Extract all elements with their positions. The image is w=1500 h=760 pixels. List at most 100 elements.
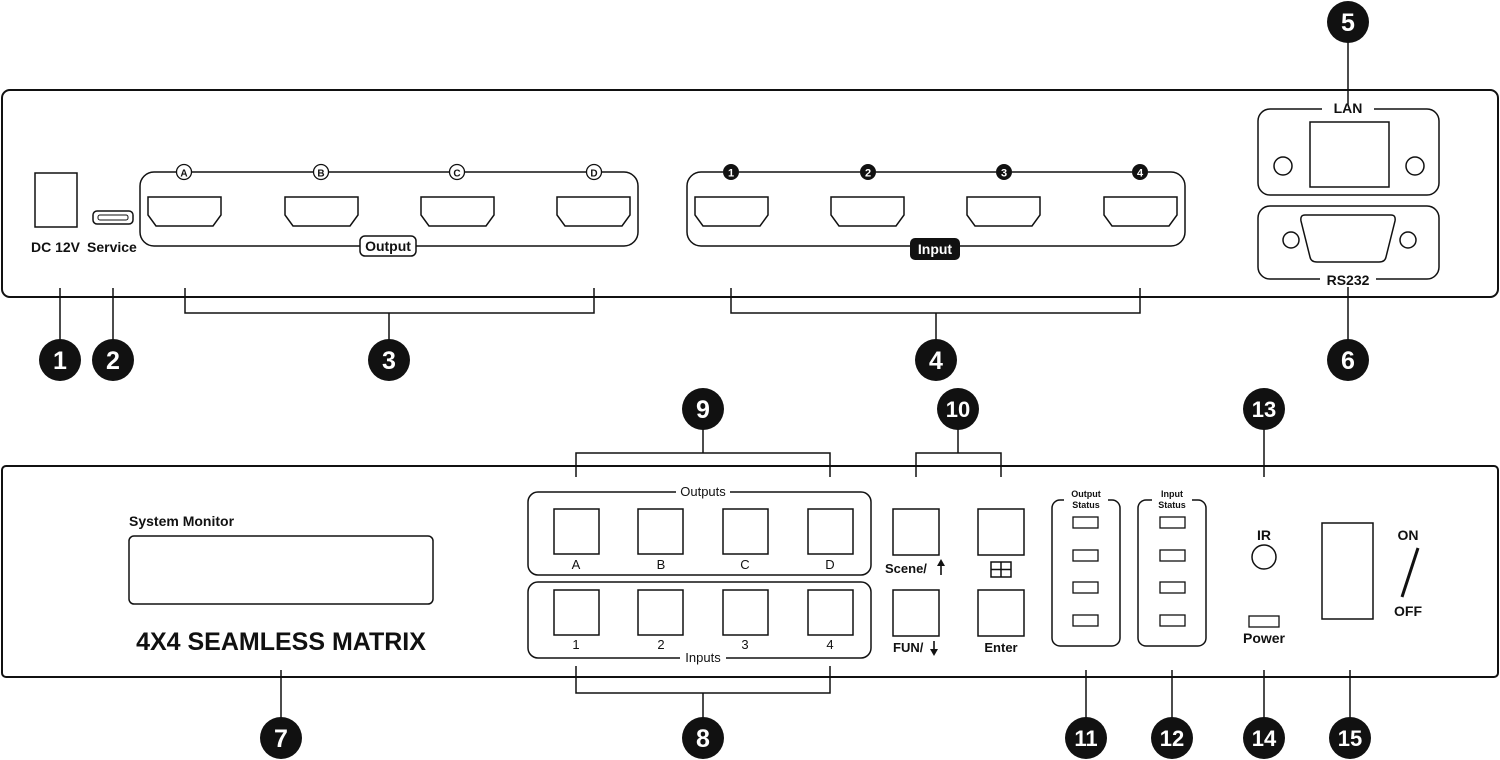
input-button-4[interactable] [807,589,854,636]
svg-text:B: B [317,169,324,180]
input-port-4: 4 [1103,164,1178,227]
output-status-led [1072,516,1099,529]
inputs-label: Inputs [685,650,721,665]
callout-12: 12 [1151,717,1193,759]
lan-label: LAN [1334,100,1363,116]
off-label: OFF [1394,603,1422,619]
system-monitor-label: System Monitor [129,513,235,529]
dc-label: DC 12V [31,239,81,255]
output-status-label-1: Output [1071,489,1101,499]
callout-7: 7 [260,717,302,759]
front-panel [1,465,1499,678]
output-status-panel [1051,499,1121,647]
output-button-b-label: B [657,557,666,572]
svg-text:3: 3 [1001,168,1007,180]
svg-text:5: 5 [1341,9,1355,37]
scene-up-button[interactable] [892,508,940,556]
callout-13: 13 [1243,388,1285,430]
rear-leader-lines [59,36,1349,340]
outputs-label: Outputs [680,484,726,499]
input-group-label: Input [918,241,953,257]
output-port-a: A [147,163,222,227]
output-status-label-2: Status [1072,500,1100,510]
down-arrow-icon [930,641,938,656]
svg-text:10: 10 [946,397,970,422]
svg-text:11: 11 [1074,726,1097,751]
screw-icon [1405,156,1425,176]
input-button-2-label: 2 [657,637,664,652]
input-port-2: 2 [830,164,905,227]
lan-port [1309,121,1390,188]
on-label: ON [1398,527,1419,543]
fun-label: FUN/ [893,640,924,655]
fun-down-button[interactable] [892,589,940,637]
output-status-led [1072,614,1099,627]
layout-button[interactable] [977,508,1025,556]
callout-8: 8 [682,717,724,759]
callout-4: 4 [915,339,957,381]
input-port-group [686,171,1186,247]
output-button-d-label: D [825,557,834,572]
lcd-display [128,535,434,605]
output-port-c: C [420,163,495,227]
callout-9: 9 [682,388,724,430]
up-arrow-icon [937,559,945,575]
svg-text:7: 7 [274,725,288,753]
svg-text:12: 12 [1160,726,1184,751]
power-led [1248,615,1280,628]
output-port-d: D [556,163,631,227]
svg-text:4: 4 [1137,168,1144,180]
callout-3: 3 [368,339,410,381]
enter-label: Enter [984,640,1017,655]
input-button-2[interactable] [637,589,684,636]
svg-text:C: C [453,169,460,180]
output-button-c-label: C [740,557,749,572]
screw-icon [1282,231,1300,249]
service-port [92,210,134,225]
output-status-led [1072,549,1099,562]
input-button-4-label: 4 [826,637,833,652]
callout-5: 5 [1327,1,1369,43]
callout-10: 10 [937,388,979,430]
rear-panel [1,89,1499,298]
input-status-led [1159,581,1186,594]
svg-text:6: 6 [1341,347,1355,375]
screw-icon [1399,231,1417,249]
power-label: Power [1243,630,1286,646]
power-switch[interactable] [1321,522,1374,620]
input-button-1[interactable] [553,589,600,636]
output-button-a[interactable] [553,508,600,555]
input-button-1-label: 1 [572,637,579,652]
svg-text:2: 2 [106,347,120,375]
input-status-led [1159,516,1186,529]
callout-15: 15 [1329,717,1371,759]
enter-button[interactable] [977,589,1025,637]
scene-label: Scene/ [885,561,927,576]
output-button-b[interactable] [637,508,684,555]
input-button-3[interactable] [722,589,769,636]
svg-text:A: A [180,169,187,180]
callout-11: 11 [1065,717,1107,759]
switch-slash-icon [1400,547,1420,598]
screw-icon [1273,156,1293,176]
svg-text:14: 14 [1252,726,1277,751]
input-status-label-2: Status [1158,500,1186,510]
svg-text:2: 2 [865,168,871,180]
device-title: 4X4 SEAMLESS MATRIX [136,628,426,656]
output-button-d[interactable] [807,508,854,555]
callout-14: 14 [1243,717,1285,759]
input-status-label-1: Input [1161,489,1183,499]
callout-6: 6 [1327,339,1369,381]
svg-text:4: 4 [929,347,943,375]
rs232-plate [1257,205,1440,280]
output-button-c[interactable] [722,508,769,555]
output-button-a-label: A [572,557,581,572]
callout-2: 2 [92,339,134,381]
front-leader-lines [280,428,1351,718]
callout-1: 1 [39,339,81,381]
output-port-group [139,171,639,247]
output-group-label: Output [365,238,411,254]
ir-sensor-icon [1251,544,1277,570]
svg-text:15: 15 [1338,726,1362,751]
